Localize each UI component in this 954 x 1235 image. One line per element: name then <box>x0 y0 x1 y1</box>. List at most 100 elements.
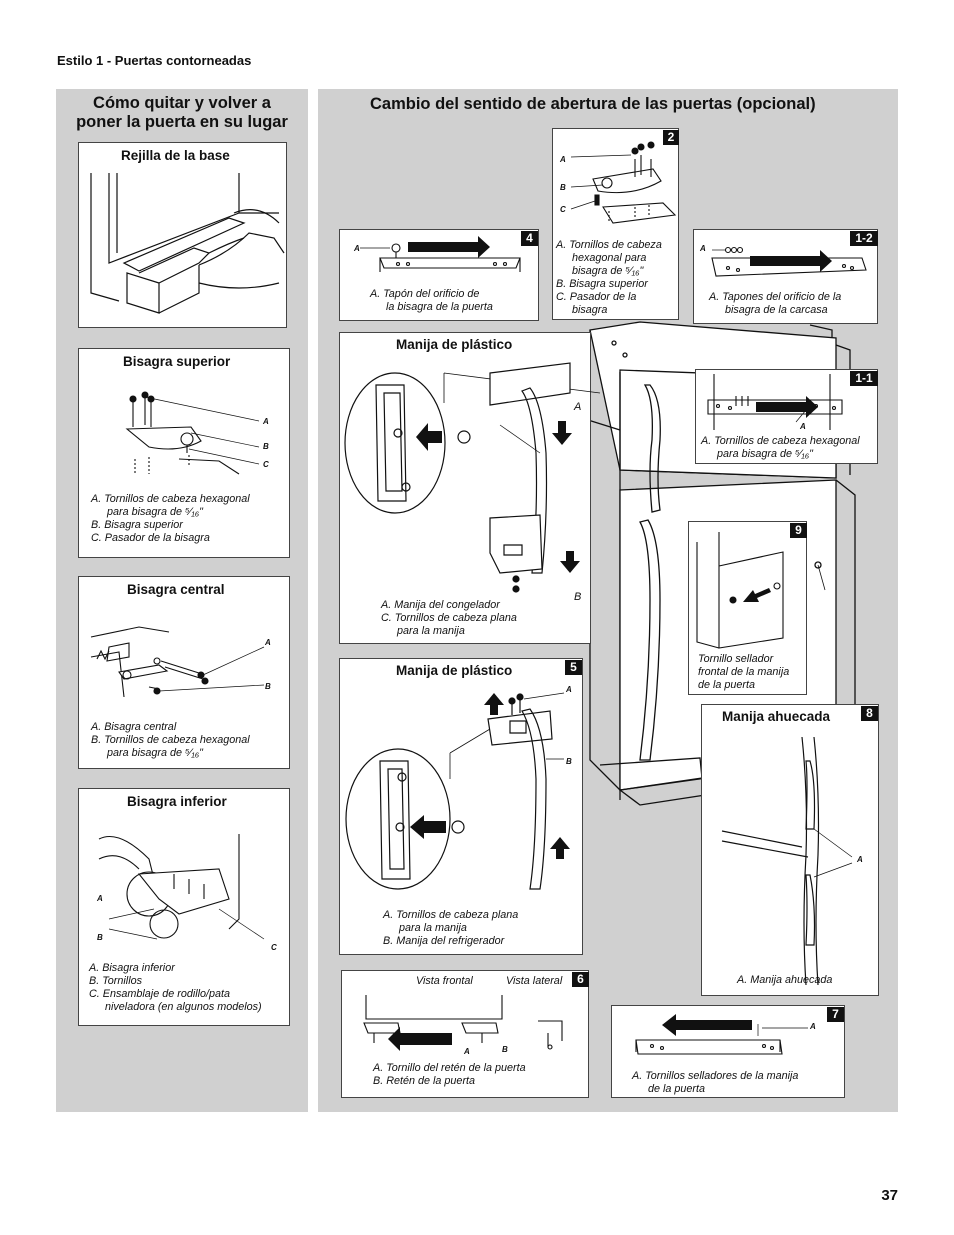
step-5-illustration <box>345 692 570 890</box>
caption-line: B. Tornillos de cabeza hexagonal <box>91 734 250 746</box>
caption-line: bisagra de la carcasa <box>725 304 828 316</box>
caption-line: A. Tornillos de cabeza hexagonal <box>701 435 860 447</box>
base-grille-box: Rejilla de la base <box>78 142 287 328</box>
caption-line: C. Tornillos de cabeza plana <box>381 612 517 624</box>
step-1-2-box: 1-2 A A. Tapones del orificio de la bisa… <box>693 229 878 324</box>
step-3-illustration <box>344 362 601 593</box>
left-panel-title: Cómo quitar y volver a poner la puerta e… <box>56 94 308 132</box>
caption-line: niveladora (en algunos modelos) <box>105 1001 262 1013</box>
step-7-label-a: A <box>810 1022 816 1031</box>
caption-line: A. Tapones del orificio de la <box>709 291 842 303</box>
caption-line: A. Tornillos selladores de la manija <box>632 1070 799 1082</box>
bottom-hinge-label-b: B <box>97 933 103 942</box>
caption-line: A. Tornillo del retén de la puerta <box>373 1062 526 1074</box>
top-hinge-label-c: C <box>263 460 269 469</box>
caption-line: A. Tornillos de cabeza hexagonal <box>91 493 250 505</box>
bottom-hinge-title: Bisagra inferior <box>127 794 227 809</box>
step-7-box: 7 A A. Tornillos selladores de la manija… <box>611 1005 845 1098</box>
center-hinge-illustration <box>90 626 265 698</box>
step-8-label-a: A <box>857 855 863 864</box>
step-2-number: 2 <box>663 130 679 145</box>
caption-line: A. Manija del congelador <box>381 599 500 611</box>
step-2-label-c: C <box>560 205 566 214</box>
step-2-label-b: B <box>560 183 566 192</box>
step-3-label-b: B <box>574 591 582 603</box>
step-5-title: Manija de plástico <box>396 663 513 678</box>
step-1-1-number: 1-1 <box>850 371 878 386</box>
caption-line: A. Tapón del orificio de <box>370 288 480 300</box>
bottom-hinge-caption: A. Bisagra inferior B. Tornillos C. Ensa… <box>89 962 262 1014</box>
step-2-label-a: A <box>560 155 566 164</box>
step-3-box: Manija de plástico A B A. Manija del con… <box>339 332 601 644</box>
caption-line: C. Pasador de la <box>556 291 637 303</box>
step-6-side-view-label: Vista lateral <box>506 975 563 987</box>
step-5-box: 5 Manija de plástico A B A. Tornillos de… <box>339 658 583 955</box>
top-hinge-illustration <box>125 391 260 475</box>
caption-line: A. Tornillos de cabeza <box>556 239 662 251</box>
top-hinge-label-b: B <box>263 442 269 451</box>
step-1-1-caption: A. Tornillos de cabeza hexagonal para bi… <box>701 435 860 461</box>
step-1-2-number: 1-2 <box>850 231 878 246</box>
caption-line: para bisagra de ⁵⁄₁₆" <box>107 747 203 759</box>
step-8-illustration <box>721 736 853 986</box>
step-6-caption: A. Tornillo del retén de la puerta B. Re… <box>373 1062 526 1088</box>
caption-line: C. Ensamblaje de rodillo/pata <box>89 988 231 1000</box>
step-7-caption: A. Tornillos selladores de la manija de … <box>632 1070 798 1096</box>
step-1-1-label-a: A <box>800 422 806 431</box>
caption-line: para bisagra de ⁵⁄₁₆" <box>107 506 203 518</box>
step-2-box: 2 A B C A. Tornillos de cabeza hexagonal… <box>552 128 679 320</box>
caption-line: para la manija <box>397 625 465 637</box>
step-4-label-a: A <box>354 244 360 253</box>
center-hinge-caption: A. Bisagra central B. Tornillos de cabez… <box>91 721 250 760</box>
caption-line: B. Tornillos <box>89 975 143 987</box>
top-hinge-title: Bisagra superior <box>123 354 231 369</box>
left-title-line1: Cómo quitar y volver a <box>93 94 271 112</box>
step-9-illustration <box>696 532 784 649</box>
step-7-illustration <box>635 1014 808 1055</box>
step-3-title: Manija de plástico <box>396 337 513 352</box>
step-5-number: 5 <box>565 660 582 675</box>
center-hinge-box: Bisagra central A B A. Bisagra central B… <box>78 576 290 769</box>
bottom-hinge-box: Bisagra inferior A B C A. Bisagra inferi… <box>78 788 290 1026</box>
step-4-box: 4 A A. Tapón del orificio de la bisagra … <box>339 229 539 321</box>
caption-line: para la manija <box>399 922 467 934</box>
step-2-illustration <box>570 141 677 224</box>
bottom-hinge-label-a: A <box>97 894 103 903</box>
caption-line: B. Bisagra superior <box>556 278 648 290</box>
step-4-caption: A. Tapón del orificio de la bisagra de l… <box>370 288 493 314</box>
caption-line: de la puerta <box>648 1083 706 1095</box>
caption-line: de la puerta <box>698 679 756 691</box>
top-hinge-box: Bisagra superior A B C A. Tornillos de c… <box>78 348 290 558</box>
step-9-number: 9 <box>790 523 807 538</box>
step-3-caption: A. Manija del congelador C. Tornillos de… <box>381 599 517 638</box>
base-grille-title: Rejilla de la base <box>121 148 230 163</box>
step-9-box: 9 Tornillo sellador frontal de la manija… <box>688 521 807 695</box>
step-6-label-b: B <box>502 1045 508 1054</box>
caption-line: A. Bisagra inferior <box>89 962 175 974</box>
step-1-2-label-a: A <box>700 244 706 253</box>
step-4-number: 4 <box>521 231 538 246</box>
caption-line: C. Pasador de la bisagra <box>91 532 210 544</box>
caption-line: A. Tornillos de cabeza plana <box>383 909 519 921</box>
page-number: 37 <box>881 1187 898 1204</box>
top-hinge-caption: A. Tornillos de cabeza hexagonal para bi… <box>91 493 250 545</box>
caption-line: A. Bisagra central <box>91 721 177 733</box>
center-hinge-label-a: A <box>265 638 271 647</box>
step-6-illustration <box>363 995 563 1051</box>
step-4-illustration <box>360 236 521 272</box>
top-hinge-label-a: A <box>263 417 269 426</box>
caption-line: para bisagra de ⁵⁄₁₆" <box>717 448 813 460</box>
left-title-line2: poner la puerta en su lugar <box>76 113 288 131</box>
step-1-1-illustration <box>707 374 843 430</box>
caption-line: hexagonal para <box>572 252 647 264</box>
step-6-box: 6 Vista frontal Vista lateral A B A. Tor… <box>341 970 589 1098</box>
caption-line: A. Manija ahuecada <box>737 974 833 986</box>
step-1-2-caption: A. Tapones del orificio de la bisagra de… <box>709 291 841 317</box>
base-grille-illustration <box>90 173 285 314</box>
step-8-title: Manija ahuecada <box>722 709 831 724</box>
step-5-label-a: A <box>566 685 572 694</box>
step-8-caption: A. Manija ahuecada <box>737 974 832 987</box>
step-5-caption: A. Tornillos de cabeza plana para la man… <box>383 909 518 948</box>
caption-line: bisagra de ⁵⁄₁₆" <box>572 265 644 277</box>
step-8-number: 8 <box>861 706 878 721</box>
